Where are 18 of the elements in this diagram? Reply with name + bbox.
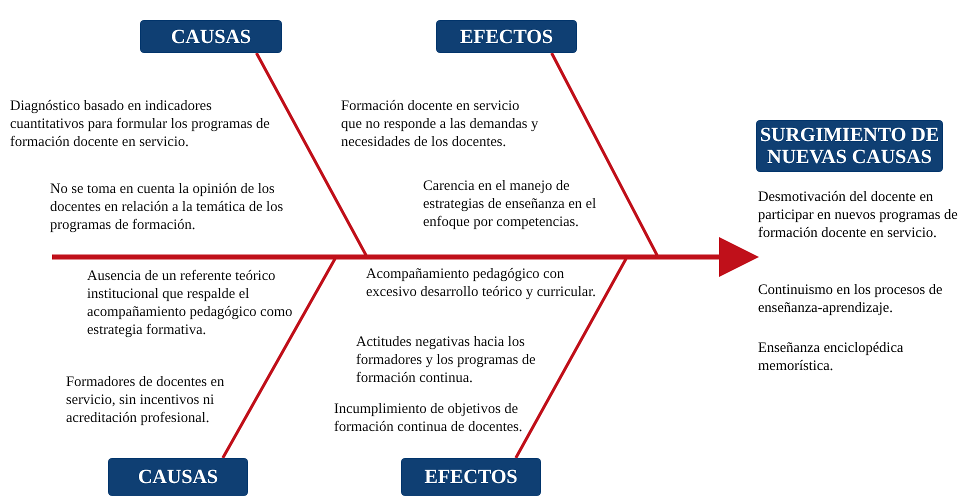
branch-text: Ausencia de un referente teórico institucional que respalde el acompañamiento pedagógico como estrategia formativa.	[87, 267, 294, 339]
branch-text: Actitudes negativas hacia los formadores y los programas de formación continua.	[356, 333, 537, 387]
heading-box: SURGIMIENTO DE NUEVAS CAUSAS	[756, 120, 943, 172]
heading-box: EFECTOS	[436, 20, 577, 53]
branch-text: Formadores de docentes en servicio, sin incentivos ni acreditación profesional.	[66, 373, 226, 427]
branch-text: Diagnóstico basado en indicadores cuantitativos para formular los programas de formación docente en servicio.	[10, 97, 271, 151]
effect-text: Continuismo en los procesos de enseñanza-aprendizaje.	[758, 281, 944, 317]
heading-box: EFECTOS	[401, 458, 541, 496]
heading-box: CAUSAS	[108, 458, 248, 496]
heading-box: CAUSAS	[140, 20, 282, 53]
spine-arrow	[52, 237, 759, 277]
branch-text: Incumplimiento de objetivos de formación continua de docentes.	[334, 400, 524, 436]
branch-text: Formación docente en servicio que no responde a las demandas y necesidades de los docentes.	[341, 97, 540, 151]
branch-text: No se toma en cuenta la opinión de los docentes en relación a la temática de los programas de formación.	[50, 180, 284, 234]
branch-text: Acompañamiento pedagógico con excesivo desarrollo teórico y curricular.	[366, 265, 597, 301]
effect-text: Desmotivación del docente en participar en nuevos programas de formación docente en servicio.	[758, 188, 959, 242]
effect-text: Enseñanza enciclopédica memorística.	[758, 339, 904, 375]
branch-text: Carencia en el manejo de estrategias de enseñanza en el enfoque por competencias.	[423, 177, 598, 231]
